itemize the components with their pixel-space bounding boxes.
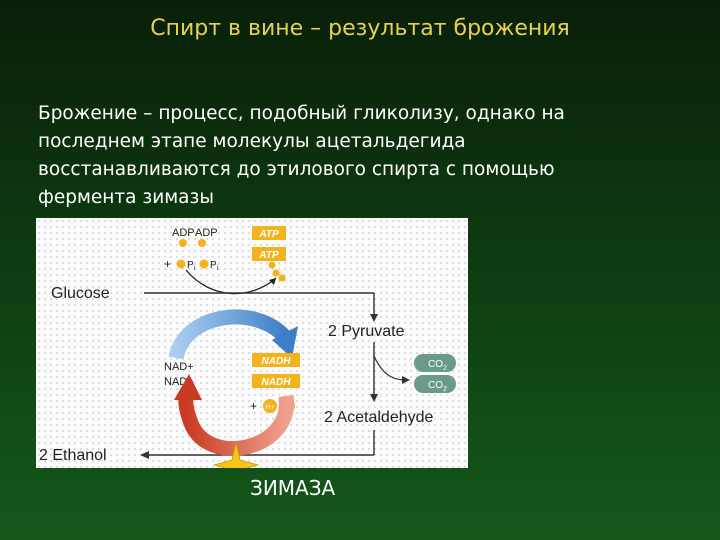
atp-label-2: ATP (258, 250, 279, 261)
body-line: фермента зимазы (38, 187, 214, 208)
red-arrowhead (174, 374, 202, 400)
fermentation-diagram: ADP ADP + P i P i ATP ATP Glucose 2 Pyru… (36, 218, 468, 468)
pi-label-1: P (187, 260, 194, 271)
arrowhead (269, 278, 276, 285)
glycolysis-blue-arrow (168, 309, 292, 361)
body-line: последнем этапе молекулы ацетальдегида (38, 131, 466, 152)
proton-circle (263, 399, 277, 413)
co2-pill (414, 354, 456, 372)
phosphate-dot (272, 269, 280, 277)
slide-body-text: Брожение – процесс, подобный гликолизу, … (38, 100, 678, 212)
co2-branch (373, 355, 407, 381)
body-line: Брожение – процесс, подобный гликолизу, … (38, 103, 565, 124)
nadh-box (252, 353, 300, 367)
regeneration-red-arrow (178, 387, 294, 456)
arrowhead (370, 314, 378, 322)
acetaldehyde-label: 2 Acetaldehyde (324, 409, 434, 426)
nad-label-1: NAD+ (164, 361, 194, 373)
phosphate-dot (179, 239, 187, 247)
atp-box (252, 247, 286, 261)
fermentation-diagram-svg: ADP ADP + P i P i ATP ATP Glucose 2 Pyru… (39, 226, 456, 468)
plus-sign: + (164, 257, 171, 271)
enzyme-label: ЗИМАЗА (250, 476, 336, 500)
adp-label-1: ADP (172, 227, 195, 239)
blue-arrowhead (272, 326, 298, 358)
body-line: восстанавливаются до этилового спирта с … (38, 159, 555, 180)
phosphate-dot (199, 259, 209, 269)
pi-label-2: P (210, 260, 217, 271)
h-label-1: H+ (265, 404, 274, 411)
co2-subscript: 2 (443, 365, 447, 372)
phosphate-dot (198, 239, 206, 247)
ethanol-label: 2 Ethanol (39, 447, 107, 464)
co2-subscript: 2 (443, 386, 447, 393)
atp-arc (185, 269, 277, 295)
phosphate-dot (176, 259, 186, 269)
adp-label-2: ADP (195, 227, 218, 239)
pi-subscript: i (194, 265, 196, 272)
arrowhead (140, 451, 149, 459)
phosphate-dot (278, 274, 286, 282)
arrowhead (370, 394, 378, 402)
pi-subscript: i (217, 265, 219, 272)
phosphate-dot (268, 261, 276, 269)
zymase-star-icon (212, 441, 260, 468)
slide-title: Спирт в вине – результат брожения (150, 16, 570, 41)
co2-label-1: CO (428, 359, 443, 370)
nadh-label-2: NADH (262, 377, 292, 388)
pyruvate-label: 2 Pyruvate (328, 323, 405, 340)
glucose-label: Glucose (51, 285, 110, 302)
plus-sign: + (250, 399, 257, 413)
nadh-box (252, 374, 300, 388)
atp-box (252, 226, 286, 240)
atp-label-1: ATP (258, 229, 279, 240)
co2-label-2: CO (428, 380, 443, 391)
nadh-label-1: NADH (262, 356, 292, 367)
co2-pill (414, 375, 456, 393)
arrowhead (402, 376, 410, 384)
